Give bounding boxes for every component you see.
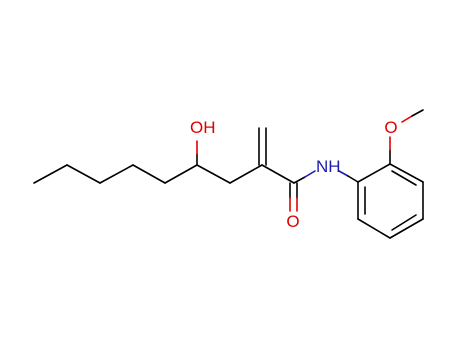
ring-inner-1 — [391, 170, 417, 186]
bond-c3-c4 — [99, 164, 134, 184]
ring-bond-5 — [357, 218, 391, 239]
methoxy-oxygen-label: O — [384, 118, 397, 137]
bond-o-me-red — [401, 115, 413, 123]
ring-bond-4 — [389, 218, 424, 239]
bond-c7-c8 — [229, 164, 263, 184]
ring-bond-2 — [389, 163, 424, 183]
ring-bond-1 — [357, 163, 391, 183]
bond-c8-c9 — [261, 164, 295, 184]
bond-n-ar-black — [347, 175, 359, 183]
bond-c9-n-blue — [304, 170, 316, 178]
ring-inner-2 — [391, 214, 417, 231]
bond-c6-c7 — [196, 164, 231, 184]
carbonyl-oxygen-label: O — [286, 212, 299, 231]
bond-c4-c5 — [132, 164, 166, 184]
hydroxyl-label: OH — [190, 118, 216, 137]
bond-c1-c2 — [33, 164, 68, 184]
bond-c2-c3 — [66, 164, 101, 184]
amide-nh-label: NH — [316, 157, 341, 176]
bond-o-me-black — [411, 109, 424, 117]
bond-c5-c6 — [164, 164, 198, 184]
bond-c9-n-black — [293, 176, 306, 184]
bond-n-ar-blue — [338, 170, 349, 177]
